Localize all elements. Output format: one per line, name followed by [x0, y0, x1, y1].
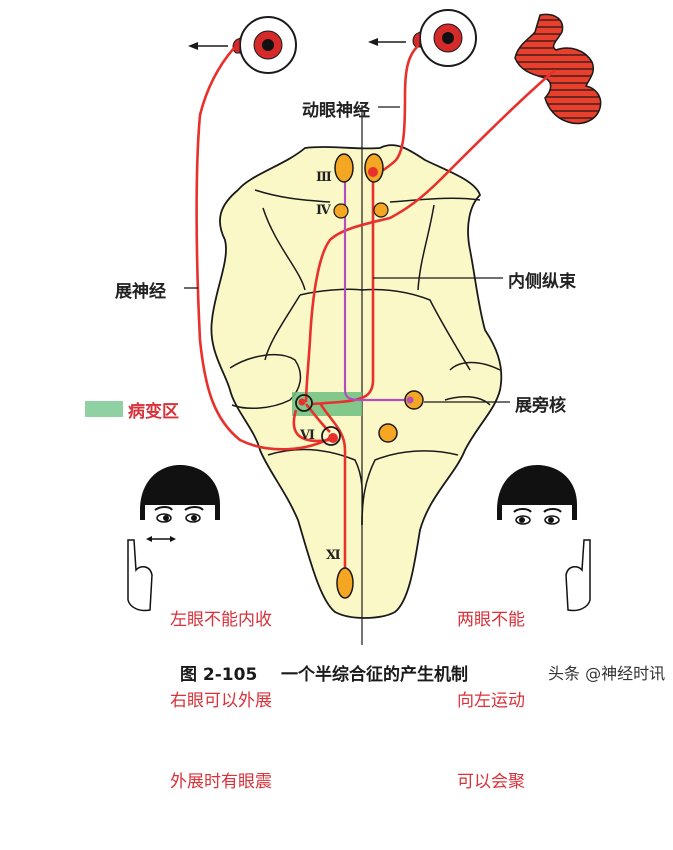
figure-caption: 图 2-105 一个半综合征的产生机制 — [180, 665, 468, 685]
left-caption-line-3: 外展时有眼震 — [170, 772, 272, 792]
right-caption-line-2: 向左运动 — [457, 691, 525, 711]
leader-lines — [184, 106, 510, 403]
xi-nucleus — [336, 567, 354, 599]
nucleus-iv-label: Ⅳ — [316, 203, 331, 218]
nucleus-iii-label: Ⅲ — [316, 170, 332, 185]
left-face-illustration — [127, 465, 220, 612]
right-face-illustration — [497, 465, 591, 612]
right-iv-nucleus — [373, 202, 389, 218]
right-caption-line-1: 两眼不能 — [457, 610, 525, 630]
nucleus-xi-label: Ⅺ — [326, 548, 341, 563]
left-caption-line-2: 右眼可以外展 — [170, 691, 272, 711]
nuclei — [295, 153, 424, 599]
right-caption-line-3: 可以会聚 — [457, 772, 525, 792]
left-gaze-arrow-icon — [188, 42, 228, 50]
nerve-pathways — [195, 45, 556, 575]
right-vi-nucleus — [378, 423, 398, 443]
left-face-caption: 左眼不能内收 右眼可以外展 外展时有眼震 — [170, 553, 272, 850]
paraabducens-nucleus — [404, 390, 424, 410]
right-gaze-arrow-icon — [368, 38, 406, 46]
right-eyeball-icon — [412, 9, 477, 67]
nucleus-vi-label: Ⅵ — [300, 428, 315, 443]
paraabducens-nucleus-label: 展旁核 — [515, 396, 566, 416]
left-iii-nucleus — [334, 153, 354, 183]
right-face-caption: 两眼不能 向左运动 可以会聚 — [457, 553, 525, 850]
watermark: 头条 @神经时讯 — [548, 664, 666, 683]
left-vi-nucleus — [321, 426, 341, 446]
mlf-label: 内侧纵束 — [508, 272, 576, 292]
abducens-nerve-label: 展神经 — [115, 282, 166, 302]
left-eyeball-icon — [232, 16, 297, 74]
lesion-legend-swatch — [85, 401, 123, 417]
left-caption-line-1: 左眼不能内收 — [170, 610, 272, 630]
left-iv-nucleus — [333, 203, 349, 219]
mlf-purple-pathway — [343, 182, 410, 402]
oculomotor-nerve-label: 动眼神经 — [302, 101, 370, 121]
left-paraabducens-lesioned — [295, 394, 313, 412]
brainstem-outline — [210, 144, 503, 619]
frontal-eye-field — [514, 13, 602, 125]
diagram: 动眼神经 展神经 内侧纵束 展旁核 病变区 Ⅲ Ⅳ Ⅵ Ⅺ 左眼不能内收 右眼可… — [85, 9, 666, 792]
lesion-legend-label: 病变区 — [128, 402, 179, 422]
brainstem-diagram — [127, 9, 602, 645]
